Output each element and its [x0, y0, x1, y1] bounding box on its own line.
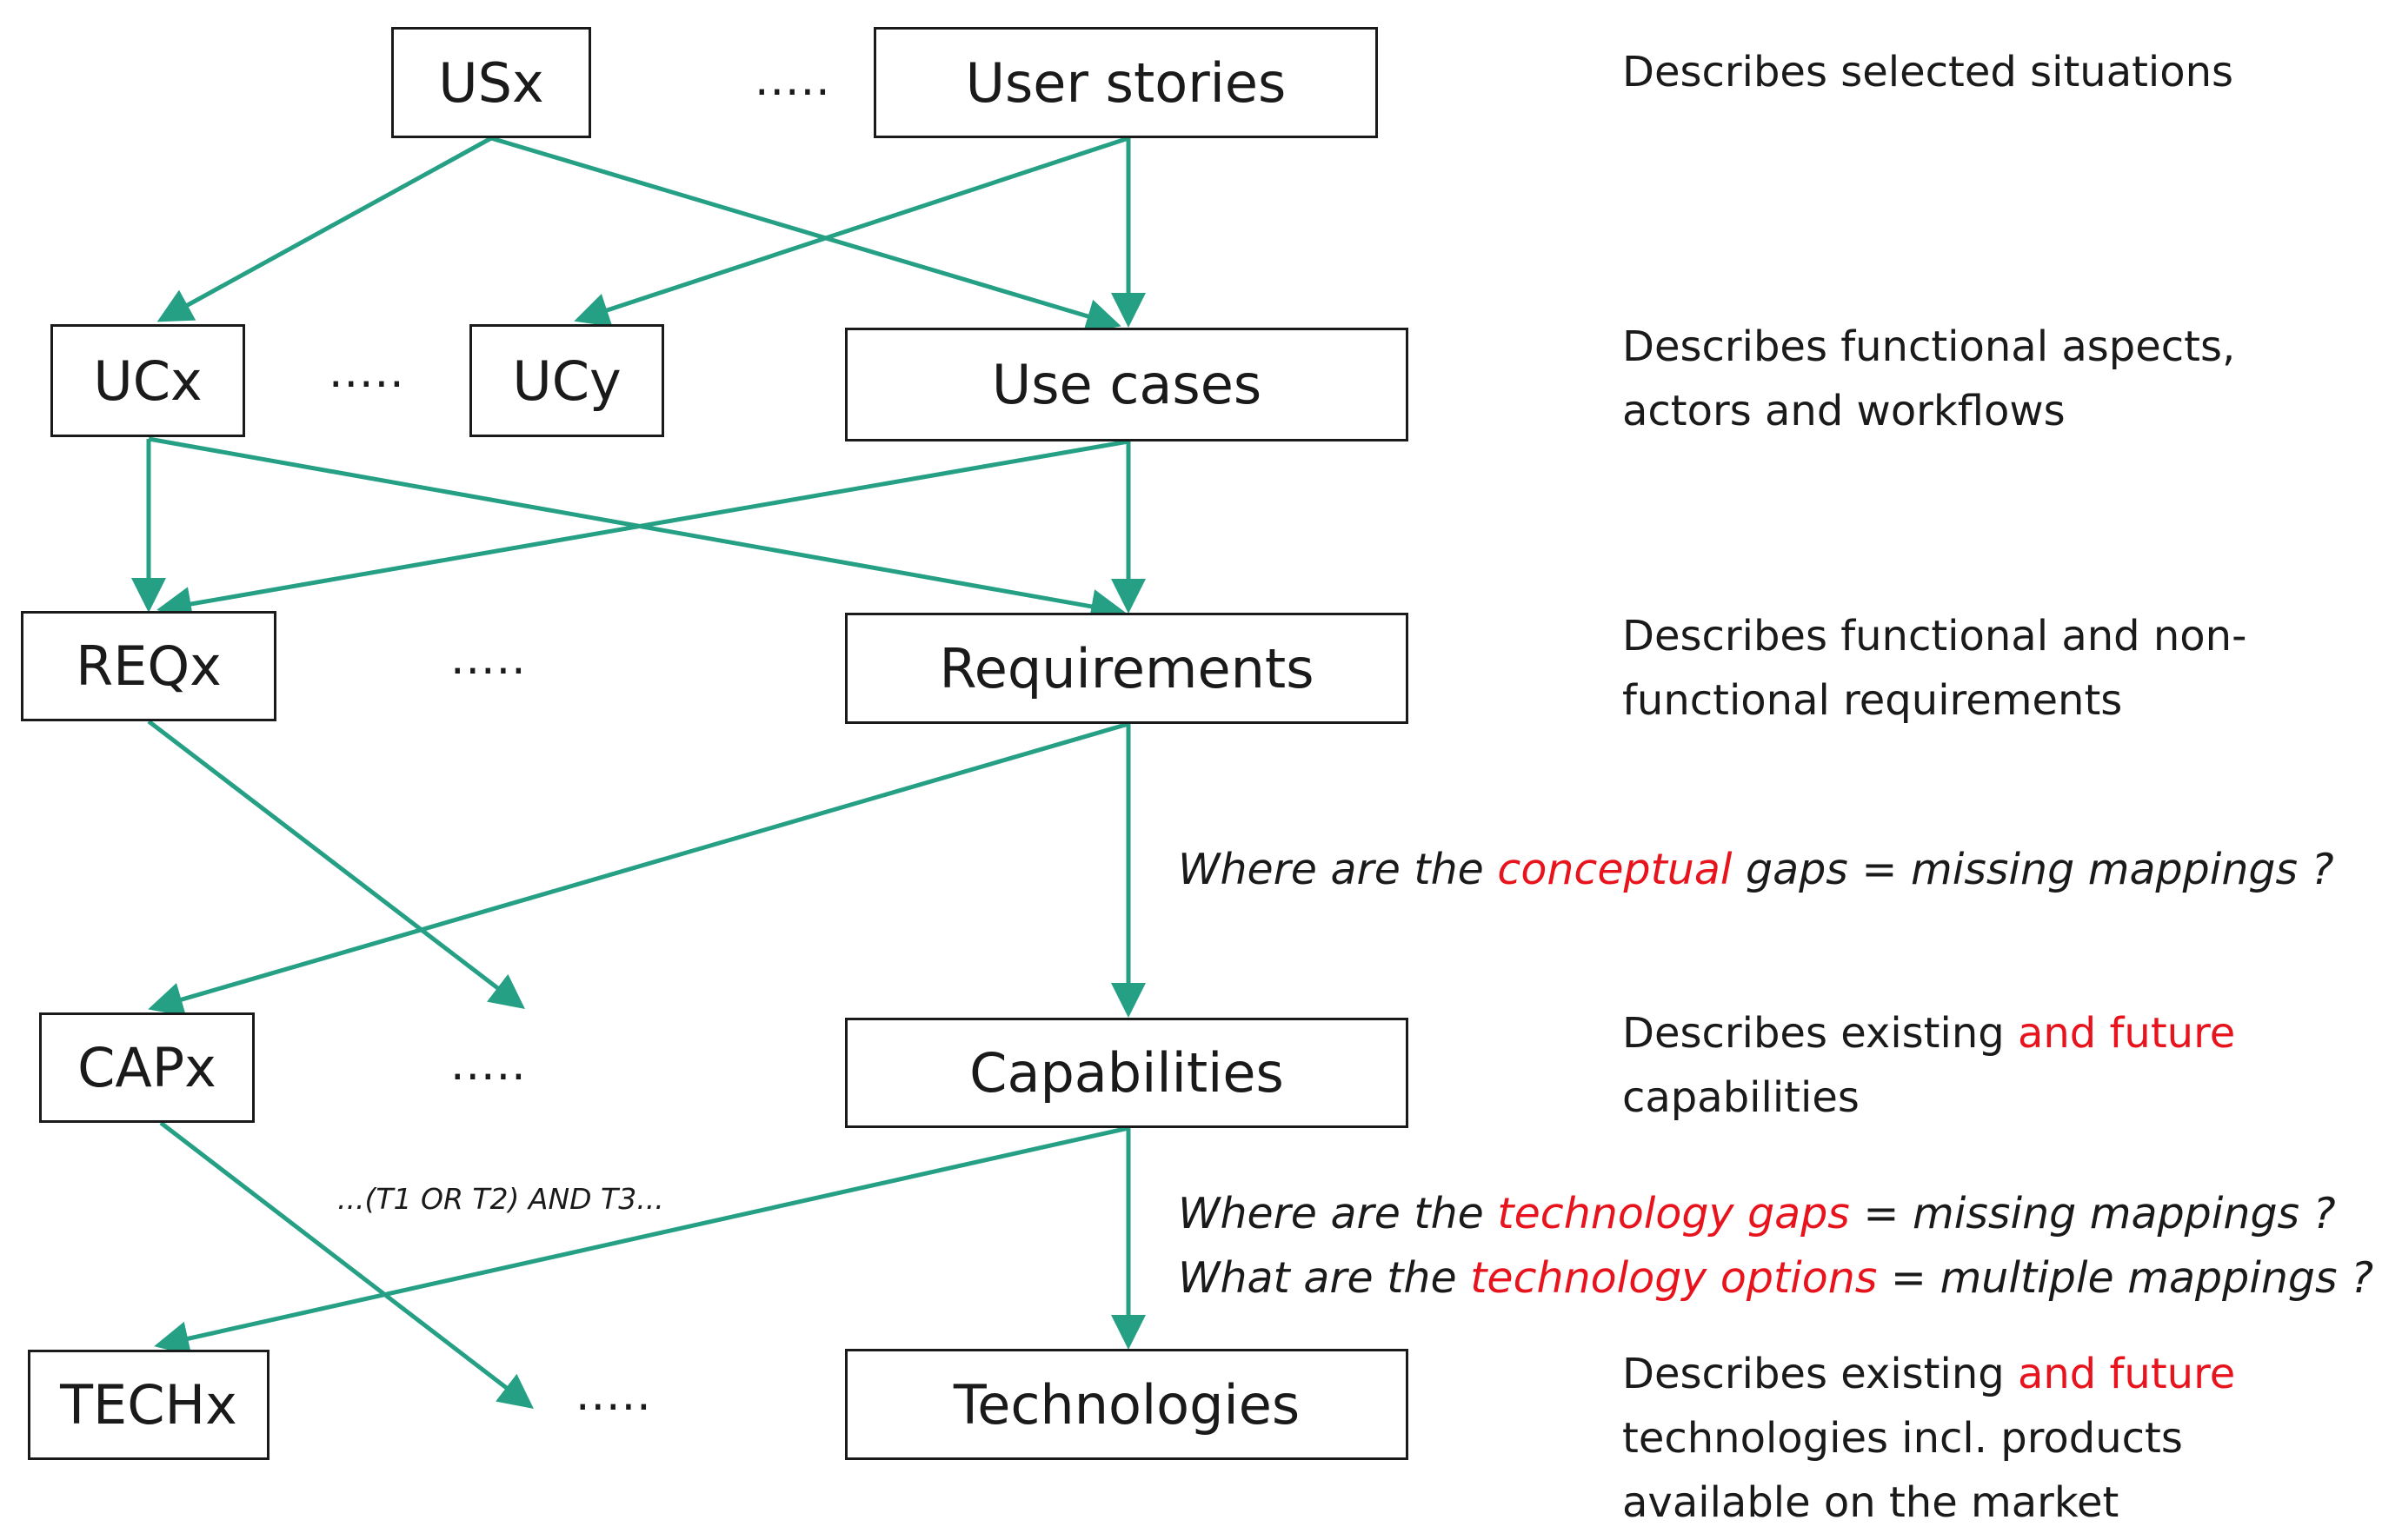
- description-plain-text: Describes existing: [1622, 1009, 2018, 1058]
- question-highlight: technology gaps: [1497, 1189, 1850, 1238]
- question-text: = missing mappings ?: [1849, 1189, 2336, 1238]
- ellipsis-row4: .....: [450, 1039, 527, 1091]
- arrow-capx-to-ellipsis: [159, 1121, 534, 1410]
- question-text: What are the: [1178, 1253, 1471, 1303]
- question-text: = multiple mappings ?: [1877, 1253, 2374, 1303]
- description-line: capabilities: [1622, 1073, 1860, 1122]
- question-highlight: technology options: [1470, 1253, 1878, 1303]
- arrow-user-stories-to-ucy: [574, 136, 1129, 328]
- description-technologies: Describes existing and future technologi…: [1622, 1342, 2235, 1535]
- description-line: functional requirements: [1622, 676, 2123, 725]
- question-technology-gaps: Where are the technology gaps = missing …: [1178, 1189, 2336, 1238]
- question-text: Where are the: [1178, 1189, 1498, 1238]
- question-technology-options: What are the technology options = multip…: [1178, 1253, 2373, 1303]
- arrow-usx-to-ucx: [156, 136, 493, 322]
- box-techx: TECHx: [28, 1350, 269, 1460]
- formula-label: ...(T1 OR T2) AND T3...: [337, 1182, 664, 1216]
- box-capabilities: Capabilities: [845, 1018, 1408, 1128]
- description-requirements: Describes functional and non- functional…: [1622, 604, 2246, 733]
- description-highlight: and future: [2017, 1009, 2236, 1058]
- description-line: Describes existing and future: [1622, 1342, 2235, 1406]
- question-highlight: conceptual: [1497, 845, 1733, 894]
- ellipsis-row1: .....: [755, 54, 831, 106]
- arrow-use-cases-to-reqx: [156, 439, 1129, 621]
- ellipsis-row5: .....: [576, 1369, 652, 1421]
- description-capabilities: Describes existing and future capabiliti…: [1622, 1001, 2235, 1130]
- box-usx: USx: [391, 27, 591, 138]
- box-technologies: Technologies: [845, 1349, 1408, 1460]
- question-conceptual-gaps: Where are the conceptual gaps = missing …: [1178, 845, 2334, 894]
- description-line: Describes existing and future: [1622, 1001, 2235, 1065]
- ellipsis-row2: .....: [329, 346, 405, 398]
- ellipsis-row3: .....: [450, 633, 527, 685]
- description-line: Describes functional aspects,: [1622, 322, 2236, 371]
- description-user-stories: Describes selected situations: [1622, 40, 2233, 104]
- description-line: Describes functional and non-: [1622, 612, 2247, 660]
- description-line: actors and workflows: [1622, 387, 2066, 435]
- box-ucy: UCy: [469, 324, 664, 437]
- box-requirements: Requirements: [845, 613, 1408, 724]
- arrow-usx-to-use-cases: [490, 136, 1121, 334]
- arrow-capabilities-to-techx: [154, 1125, 1129, 1356]
- arrow-requirements-to-capx: [148, 721, 1129, 1017]
- description-line: available on the market: [1622, 1478, 2119, 1527]
- description-highlight: and future: [2017, 1350, 2236, 1398]
- description-plain-text: Describes existing: [1622, 1350, 2018, 1398]
- box-user-stories: User stories: [874, 27, 1378, 138]
- question-text: gaps = missing mappings ?: [1732, 845, 2334, 894]
- description-line: Describes selected situations: [1622, 48, 2234, 96]
- box-capx: CAPx: [39, 1012, 255, 1123]
- question-text: Where are the: [1178, 845, 1498, 894]
- description-use-cases: Describes functional aspects, actors and…: [1622, 315, 2235, 443]
- description-line: technologies incl. products: [1622, 1414, 2183, 1463]
- box-reqx: REQx: [21, 611, 276, 721]
- box-use-cases: Use cases: [845, 328, 1408, 441]
- arrow-reqx-to-ellipsis: [147, 720, 525, 1010]
- box-ucx: UCx: [50, 324, 245, 437]
